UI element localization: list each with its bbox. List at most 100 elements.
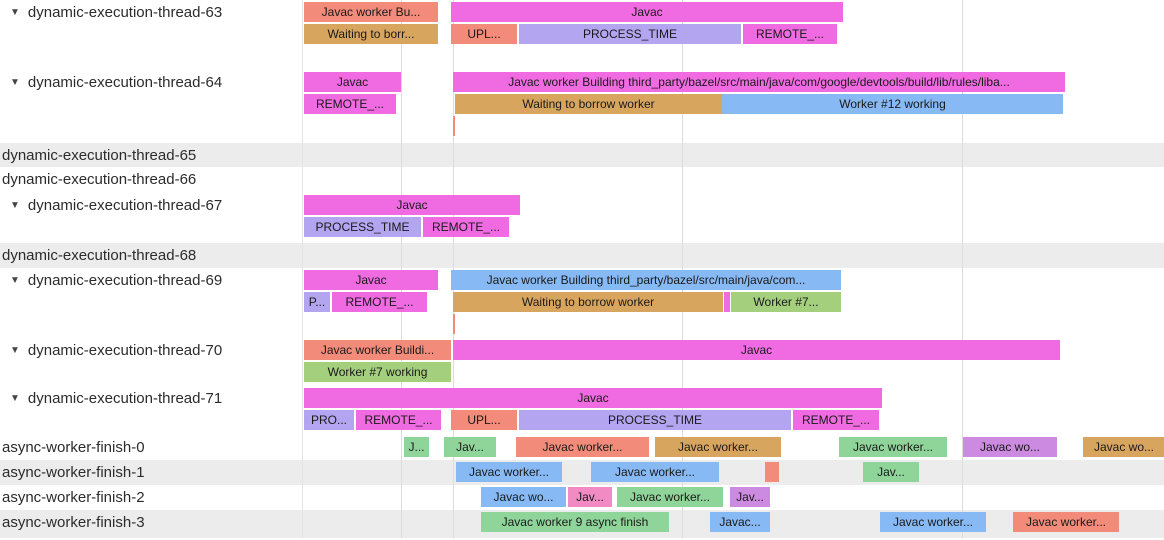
trace-slice[interactable]: Jav... (444, 437, 496, 457)
collapse-triangle-icon[interactable]: ▼ (10, 7, 20, 18)
collapse-triangle-icon[interactable]: ▼ (10, 275, 20, 286)
trace-slice[interactable]: Javac worker... (516, 437, 649, 457)
trace-slice[interactable]: Javac worker... (655, 437, 781, 457)
track-label-dynamic-execution-thread-69[interactable]: ▼ dynamic-execution-thread-69 (0, 268, 302, 338)
track-lane (302, 243, 1164, 268)
trace-slice[interactable]: Javac worker Building third_party/bazel/… (451, 270, 841, 290)
track-dynamic-execution-thread-68: dynamic-execution-thread-68 (0, 243, 1164, 268)
collapse-triangle-icon[interactable]: ▼ (10, 77, 20, 88)
gridline (962, 485, 963, 510)
trace-slice[interactable]: Jav... (730, 487, 770, 507)
trace-slice[interactable]: Javac (304, 72, 401, 92)
track-label-dynamic-execution-thread-66[interactable]: dynamic-execution-thread-66 (0, 167, 302, 193)
track-label-dynamic-execution-thread-63[interactable]: ▼dynamic-execution-thread-63 (0, 0, 302, 70)
track-name: dynamic-execution-thread-65 (2, 147, 197, 164)
gridline (401, 167, 402, 193)
trace-slice[interactable]: P... (304, 292, 330, 312)
trace-slice[interactable]: REMOTE_... (423, 217, 509, 237)
track-label-dynamic-execution-thread-70[interactable]: ▼dynamic-execution-thread-70 (0, 338, 302, 386)
trace-slice[interactable]: Javac wo... (481, 487, 566, 507)
trace-slice[interactable]: Javac (304, 270, 438, 290)
track-label-async-worker-finish-3[interactable]: async-worker-finish-3 (0, 510, 302, 538)
trace-slice[interactable]: REMOTE_... (332, 292, 427, 312)
gridline (401, 243, 402, 268)
track-lane: Javac worker 9 async finish Javac... Javac… (302, 510, 1164, 538)
track-name: async-worker-finish-0 (2, 439, 145, 456)
trace-slice[interactable]: PRO... (304, 410, 354, 430)
track-label-async-worker-finish-1[interactable]: async-worker-finish-1 (0, 460, 302, 485)
trace-slice[interactable]: Javac (304, 388, 882, 408)
trace-slice[interactable] (765, 462, 779, 482)
trace-slice[interactable]: Waiting to borrow worker (455, 94, 722, 114)
trace-slice[interactable]: Javac wo... (963, 437, 1057, 457)
trace-slice[interactable]: Javac worker... (591, 462, 719, 482)
gridline (453, 485, 454, 510)
gridline (682, 193, 683, 243)
instant-event-tick[interactable] (453, 314, 455, 334)
gridline (401, 143, 402, 167)
trace-slice[interactable]: REMOTE_... (793, 410, 879, 430)
trace-slice[interactable]: Javac worker Bu... (304, 2, 438, 22)
gridline (962, 460, 963, 485)
trace-slice[interactable]: Waiting to borrow worker (453, 292, 723, 312)
gridline (962, 268, 963, 338)
track-label-dynamic-execution-thread-71[interactable]: ▼dynamic-execution-thread-71 (0, 386, 302, 435)
track-async-worker-finish-0: async-worker-finish-0 J... Jav... Javac wor… (0, 435, 1164, 460)
trace-slice[interactable]: REMOTE_... (304, 94, 396, 114)
track-label-async-worker-finish-0[interactable]: async-worker-finish-0 (0, 435, 302, 460)
trace-slice[interactable]: PROCESS_TIME (304, 217, 421, 237)
gridline (682, 243, 683, 268)
trace-slice[interactable]: Javac (304, 195, 520, 215)
gridline (401, 435, 402, 460)
trace-slice[interactable]: REMOTE_... (743, 24, 837, 44)
trace-slice[interactable]: Javac wo... (1083, 437, 1164, 457)
trace-slice[interactable]: Javac worker... (1013, 512, 1119, 532)
track-label-dynamic-execution-thread-65[interactable]: dynamic-execution-thread-65 (0, 143, 302, 167)
trace-slice[interactable]: Javac worker... (617, 487, 723, 507)
trace-slice[interactable]: Javac worker... (456, 462, 562, 482)
trace-slice[interactable]: UPL... (451, 24, 517, 44)
gridline (401, 460, 402, 485)
trace-slice[interactable]: Jav... (568, 487, 612, 507)
instant-event-tick[interactable] (453, 116, 455, 136)
gridline (962, 435, 963, 460)
trace-slice[interactable]: Javac (453, 340, 1060, 360)
trace-slice[interactable]: Javac... (710, 512, 770, 532)
track-name: dynamic-execution-thread-69 (27, 272, 223, 289)
trace-slice[interactable]: J... (404, 437, 429, 457)
trace-slice[interactable]: Jav... (863, 462, 919, 482)
track-label-dynamic-execution-thread-64[interactable]: ▼dynamic-execution-thread-64 (0, 70, 302, 143)
trace-slice[interactable]: Waiting to borr... (304, 24, 438, 44)
collapse-triangle-icon[interactable]: ▼ (10, 345, 20, 356)
gridline (962, 243, 963, 268)
track-label-async-worker-finish-2[interactable]: async-worker-finish-2 (0, 485, 302, 510)
gridline (682, 167, 683, 193)
collapse-triangle-icon[interactable]: ▼ (10, 200, 20, 211)
trace-slice[interactable]: Javac worker 9 async finish (481, 512, 669, 532)
trace-slice[interactable]: Worker #12 working (722, 94, 1063, 114)
trace-slice[interactable]: REMOTE_... (356, 410, 441, 430)
gridline (453, 460, 454, 485)
track-label-dynamic-execution-thread-68[interactable]: dynamic-execution-thread-68 (0, 243, 302, 268)
trace-slice[interactable]: Javac worker Building third_party/bazel/… (453, 72, 1065, 92)
trace-slice[interactable] (724, 292, 730, 312)
trace-slice[interactable]: UPL... (451, 410, 517, 430)
trace-slice[interactable]: Worker #7... (731, 292, 841, 312)
track-lane: Javac wo...Jav...Javac worker...Jav... (302, 485, 1164, 510)
trace-slice[interactable]: Javac worker Buildi... (304, 340, 451, 360)
track-name: async-worker-finish-2 (2, 489, 145, 506)
trace-slice[interactable]: Javac worker... (880, 512, 986, 532)
trace-slice[interactable]: Javac (451, 2, 843, 22)
gridline (453, 338, 454, 386)
track-label-dynamic-execution-thread-67[interactable]: ▼dynamic-execution-thread-67 (0, 193, 302, 243)
collapse-triangle-icon[interactable]: ▼ (10, 393, 20, 404)
trace-slice[interactable]: PROCESS_TIME (519, 410, 791, 430)
track-lane: Javac Javac worker Building third_party/b… (302, 70, 1164, 143)
trace-slice[interactable]: Javac worker... (839, 437, 947, 457)
trace-slice[interactable]: PROCESS_TIME (519, 24, 741, 44)
trace-slice[interactable]: Worker #7 working (304, 362, 451, 382)
